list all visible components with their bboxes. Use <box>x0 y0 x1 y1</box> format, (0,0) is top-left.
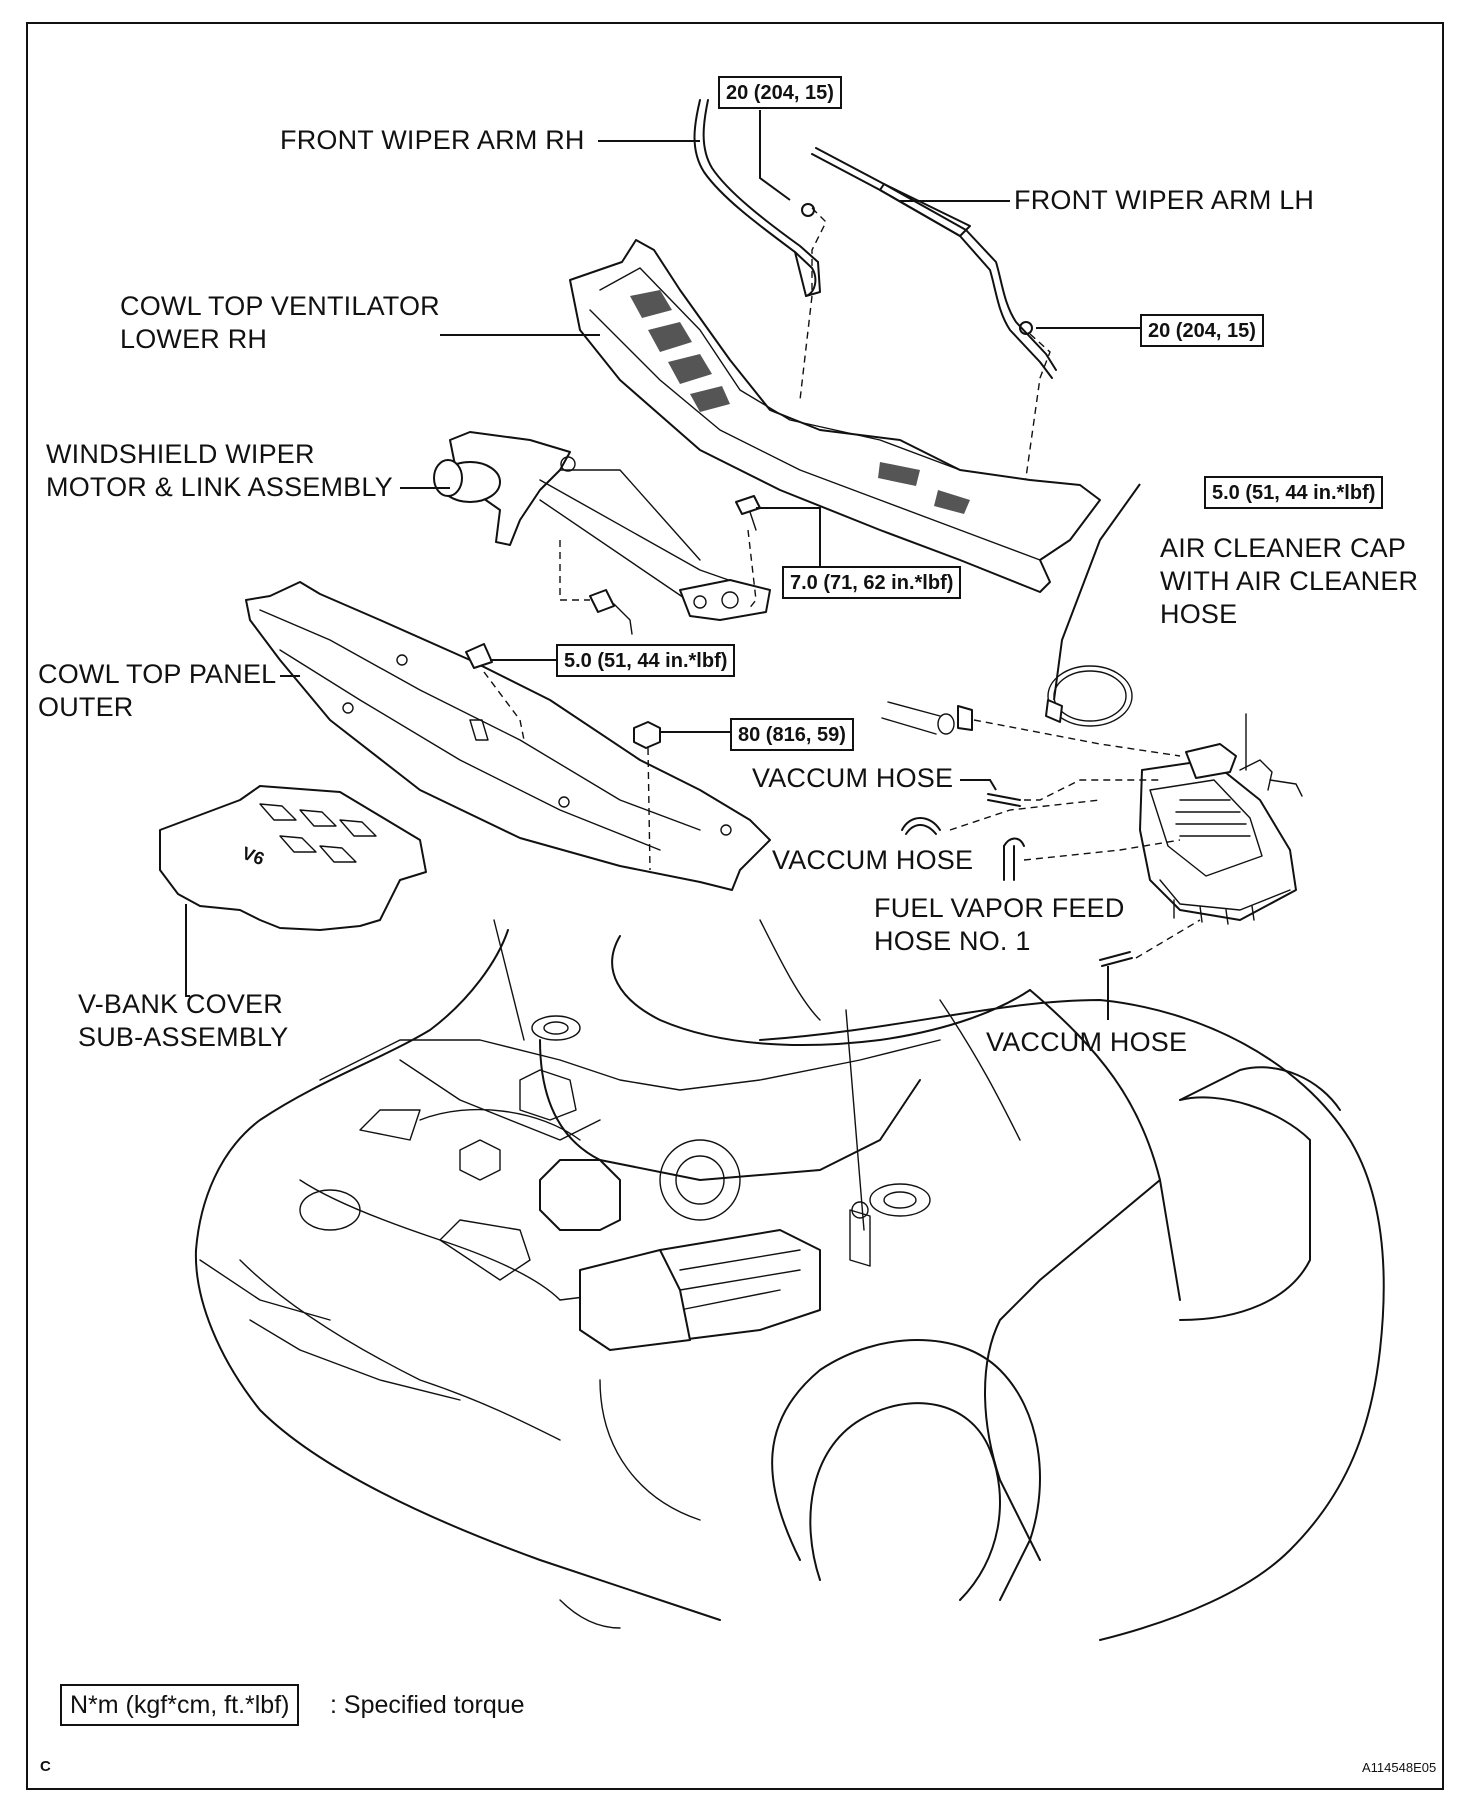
label-air-cleaner-line2: WITH AIR CLEANER <box>1160 566 1419 596</box>
diagram-frame <box>26 22 1444 1790</box>
air-cleaner-hose-short <box>881 701 973 735</box>
label-front-wiper-arm-rh: FRONT WIPER ARM RH <box>280 125 585 155</box>
legend-description: : Specified torque <box>330 1691 525 1719</box>
corner-letter: C <box>40 1758 51 1775</box>
wiper-motor-connector <box>589 589 633 635</box>
torque-box-air-cleaner-clamp: 5.0 (51, 44 in.*lbf) <box>1204 476 1384 509</box>
cowl-top-panel-outer <box>245 581 771 891</box>
legend-unit-box: N*m (kgf*cm, ft.*lbf) <box>60 1684 300 1726</box>
label-fuel-vapor-line2: HOSE NO. 1 <box>874 926 1031 956</box>
label-cowl-panel-line1: COWL TOP PANEL <box>38 659 277 689</box>
engine-bay <box>319 1015 941 1351</box>
label-cowl-ventilator-line1: COWL TOP VENTILATOR <box>120 291 440 321</box>
cowl-top-ventilator-lower-rh <box>569 239 1101 593</box>
label-fuel-vapor-line1: FUEL VAPOR FEED <box>874 893 1125 923</box>
torque-box-wiper-rh-nut: 20 (204, 15) <box>718 76 842 109</box>
label-wiper-motor-line1: WINDSHIELD WIPER <box>46 439 315 469</box>
label-vaccum-hose-2: VACCUM HOSE <box>772 845 974 875</box>
hood-support-rod-left <box>493 919 525 1041</box>
cowl-panel-nut <box>633 721 661 749</box>
label-cowl-ventilator-line2: LOWER RH <box>120 324 268 354</box>
label-vaccum-hose-1: VACCUM HOSE <box>752 763 954 793</box>
leader-v-bank-cover <box>185 904 190 997</box>
label-wiper-motor-line2: MOTOR & LINK ASSEMBLY <box>46 472 393 502</box>
torque-box-wiper-motor-bolt: 7.0 (71, 62 in.*lbf) <box>782 566 962 599</box>
label-cowl-panel-line2: OUTER <box>38 692 134 722</box>
torque-box-cowl-panel-nut: 80 (816, 59) <box>730 718 854 751</box>
car-body-outline <box>194 929 1385 1641</box>
leader-torque-rh-nut <box>759 110 791 201</box>
vaccum-hose-2 <box>901 817 941 835</box>
front-wiper-arm-lh <box>811 147 1057 379</box>
leader-torque-air-cleaner <box>1053 483 1141 701</box>
cowl-panel-bolt <box>465 643 493 669</box>
vaccum-hose-3 <box>1099 951 1133 967</box>
torque-box-cowl-panel-bolt: 5.0 (51, 44 in.*lbf) <box>556 644 736 677</box>
wiper-motor-bolt <box>735 495 761 531</box>
fuel-vapor-feed-hose <box>1003 837 1025 881</box>
label-v-bank-line1: V-BANK COVER <box>78 989 283 1019</box>
label-front-wiper-arm-lh: FRONT WIPER ARM LH <box>1014 185 1315 215</box>
leader-torque-motor-bolt <box>756 507 821 578</box>
vaccum-hose-1 <box>987 793 1021 807</box>
label-vaccum-hose-3: VACCUM HOSE <box>986 1027 1188 1057</box>
label-v-bank-line2: SUB-ASSEMBLY <box>78 1022 289 1052</box>
figure-id: A114548E05 <box>1362 1760 1437 1775</box>
torque-box-wiper-lh-nut: 20 (204, 15) <box>1140 314 1264 347</box>
label-air-cleaner-line3: HOSE <box>1160 599 1238 629</box>
hood-support-rod-right <box>845 1009 865 1231</box>
v-bank-cover <box>159 785 427 931</box>
front-wiper-arm-rh <box>693 99 821 297</box>
label-air-cleaner-line1: AIR CLEANER CAP <box>1160 533 1407 563</box>
air-cleaner-cap <box>1045 665 1303 925</box>
